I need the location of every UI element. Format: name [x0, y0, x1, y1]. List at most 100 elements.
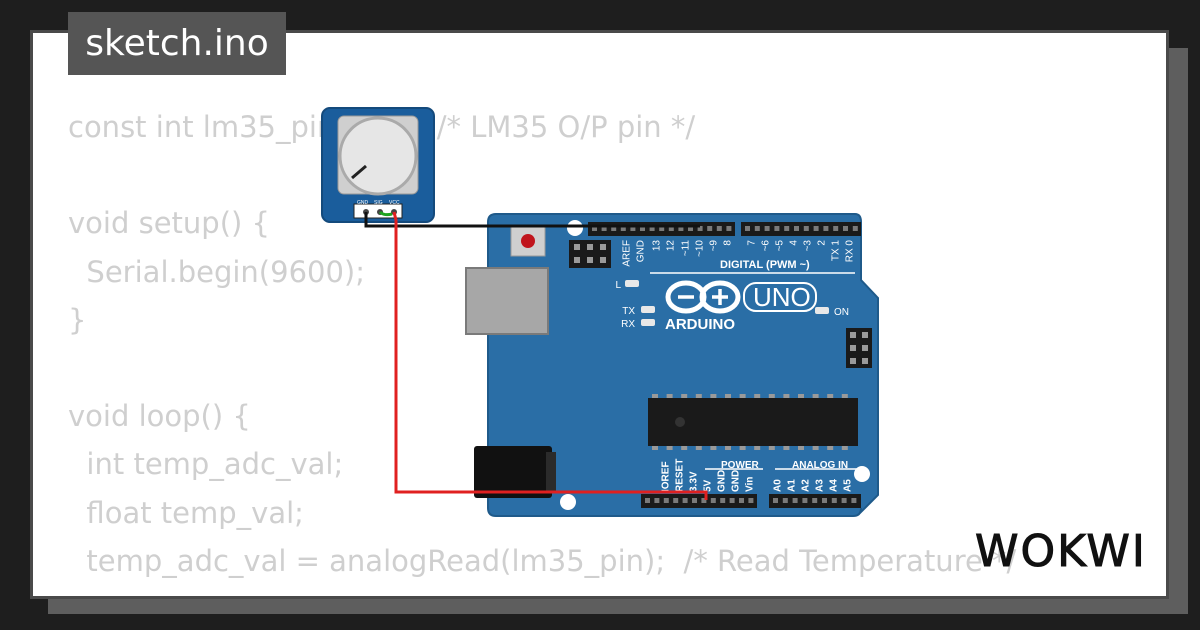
board-logo-text: ARDUINO	[665, 316, 735, 333]
analog-pin-label: A3	[815, 479, 826, 492]
power-pin-label: 5V	[703, 479, 714, 492]
power-pin-label: GND	[717, 470, 728, 492]
board-model: UNO	[753, 282, 811, 312]
header-pin[interactable]	[620, 226, 626, 231]
digital-pin-label: AREF	[622, 240, 633, 267]
led-label-tx: TX	[622, 306, 635, 317]
header-pin[interactable]	[784, 226, 790, 231]
header-pin[interactable]	[720, 498, 726, 503]
power-header	[641, 494, 757, 508]
wire-vcc[interactable]	[392, 211, 708, 500]
analog-pin-label: A5	[843, 479, 854, 492]
header-pin[interactable]	[645, 498, 650, 503]
potentiometer-module[interactable]: GND SIG VCC	[321, 107, 435, 223]
digital-pin-label: 13	[652, 240, 663, 252]
power-pin-label: 3.3V	[689, 471, 700, 492]
power-jack	[474, 446, 552, 498]
header-pin[interactable]	[663, 498, 669, 503]
header-pin[interactable]	[843, 226, 848, 231]
header-pin[interactable]	[654, 498, 660, 503]
led-on	[815, 307, 829, 314]
wire-gnd[interactable]	[364, 212, 700, 228]
header-pin[interactable]	[649, 226, 655, 231]
led-label-on: ON	[834, 307, 849, 318]
header-pin[interactable]	[833, 226, 839, 231]
header-pin[interactable]	[710, 498, 716, 503]
header-pin[interactable]	[697, 226, 703, 231]
header-pin[interactable]	[813, 226, 819, 231]
header-pin[interactable]	[774, 226, 780, 231]
icsp-header-right	[846, 328, 872, 368]
digital-pin-label: 4	[789, 240, 800, 246]
header-pin[interactable]	[659, 226, 665, 231]
wire-sig[interactable]	[378, 210, 393, 217]
header-pin[interactable]	[707, 226, 713, 231]
header-pin[interactable]	[764, 226, 770, 231]
power-pin-label: GND	[731, 470, 742, 492]
led-tx	[641, 306, 655, 313]
header-pin[interactable]	[823, 226, 829, 231]
header-pin[interactable]	[640, 226, 645, 231]
header-pin[interactable]	[794, 226, 799, 231]
digital-pin-label: RX 0	[845, 240, 856, 263]
header-pin[interactable]	[592, 226, 597, 231]
header-pin[interactable]	[782, 498, 788, 503]
file-title-tag: sketch.ino	[68, 12, 286, 75]
analog-pin-label: A4	[829, 479, 840, 492]
header-pin[interactable]	[673, 498, 679, 503]
header-pin[interactable]	[754, 226, 760, 231]
header-pin[interactable]	[688, 226, 693, 231]
header-pin[interactable]	[803, 226, 809, 231]
power-pin-label: IOREF	[661, 461, 672, 492]
mount-hole	[854, 466, 870, 482]
header-pin[interactable]	[748, 498, 754, 503]
power-pin-label: Vin	[745, 477, 756, 492]
led-label-l: L	[615, 280, 621, 291]
mount-hole	[560, 494, 576, 510]
header-pin[interactable]	[729, 498, 735, 503]
analog-pin-label: A1	[787, 479, 798, 492]
header-pin[interactable]	[822, 498, 827, 503]
analog-pin-label: A0	[773, 479, 784, 492]
header-pin[interactable]	[668, 226, 674, 231]
knob[interactable]	[338, 116, 418, 196]
header-pin[interactable]	[716, 226, 722, 231]
header-pin[interactable]	[726, 226, 732, 231]
header-pin[interactable]	[701, 498, 707, 503]
header-pin[interactable]	[692, 498, 697, 503]
header-pin[interactable]	[851, 498, 857, 503]
header-pin[interactable]	[841, 498, 847, 503]
header-pin[interactable]	[739, 498, 744, 503]
analog-label: ANALOG IN	[792, 460, 848, 471]
digital-pin-label: TX 1	[831, 240, 842, 262]
digital-pin-label: ~6	[761, 240, 772, 252]
pin-label-sig: SIG	[374, 200, 383, 206]
arduino-logo	[665, 280, 741, 314]
led-rx	[641, 319, 655, 326]
header-pin[interactable]	[611, 226, 617, 231]
digital-pin-label: GND	[636, 240, 647, 262]
digital-pin-label: ~9	[709, 240, 720, 252]
header-pin[interactable]	[802, 498, 808, 503]
header-pin[interactable]	[678, 226, 684, 231]
header-pin[interactable]	[831, 498, 837, 503]
header-pin[interactable]	[601, 226, 607, 231]
header-pin[interactable]	[773, 498, 778, 503]
digital-pin-label: 12	[666, 240, 677, 252]
header-pin[interactable]	[630, 226, 636, 231]
pin-label-gnd: GND	[357, 200, 369, 206]
code-background: const int lm35_pin = A1; /* LM35 O/P pin…	[68, 110, 1166, 596]
digital-pin-label: ~3	[803, 240, 814, 252]
header-pin[interactable]	[792, 498, 798, 503]
usb-connector	[465, 267, 549, 335]
header-pin[interactable]	[682, 498, 688, 503]
digital-pin-label: 2	[817, 240, 828, 246]
header-pin[interactable]	[852, 226, 858, 231]
header-pin[interactable]	[745, 226, 750, 231]
knob-indicator	[351, 164, 367, 180]
header-pin[interactable]	[812, 498, 818, 503]
digital-header-right	[741, 222, 861, 236]
led-label-rx: RX	[621, 319, 635, 330]
